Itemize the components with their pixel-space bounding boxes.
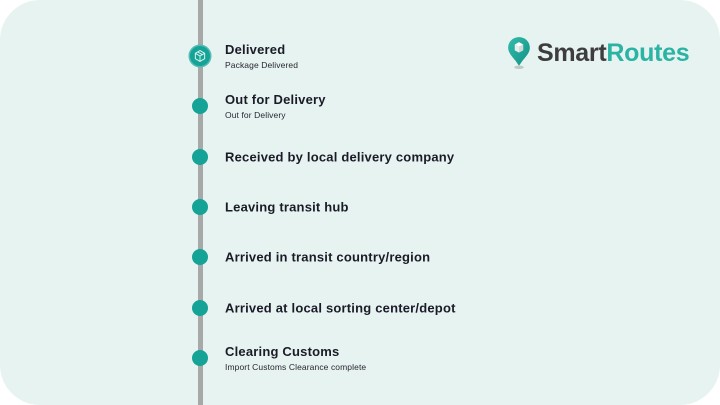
timeline-dot (192, 98, 208, 115)
timeline-item-text: Received by local delivery company (225, 149, 454, 164)
timeline-item-text: Out for Delivery Out for Delivery (225, 92, 326, 120)
timeline-dot (188, 44, 212, 68)
timeline-dot (192, 299, 208, 316)
timeline-dot (192, 198, 208, 215)
timeline-item-title: Arrived at local sorting center/depot (225, 300, 456, 316)
timeline-item-text: Clearing Customs Import Customs Clearanc… (225, 344, 366, 372)
map-pin-icon (508, 37, 530, 70)
timeline-item-text: Arrived at local sorting center/depot (225, 300, 456, 315)
timeline-item-subtitle: Out for Delivery (225, 110, 286, 121)
logo-text-primary: Smart (537, 38, 607, 67)
timeline-dot (192, 249, 208, 266)
timeline-item-text: Arrived in transit country/region (225, 250, 430, 265)
logo-wordmark: SmartRoutes (537, 38, 690, 67)
timeline-item-text: Delivered Package Delivered (225, 42, 298, 70)
timeline-item-text: Leaving transit hub (225, 199, 349, 214)
package-icon (194, 50, 206, 62)
timeline-item-title: Out for Delivery (225, 92, 326, 108)
timeline-dot (192, 349, 208, 366)
smartroutes-logo: SmartRoutes (506, 36, 690, 70)
logo-text-secondary: Routes (606, 38, 690, 67)
timeline-item-title: Leaving transit hub (225, 199, 349, 215)
timeline-item-title: Clearing Customs (225, 343, 340, 359)
timeline-dot (192, 148, 208, 165)
timeline-item-subtitle: Package Delivered (225, 60, 299, 70)
timeline-item-title: Received by local delivery company (225, 149, 455, 165)
timeline-item-title: Arrived in transit country/region (225, 249, 431, 265)
timeline-item-title: Delivered (225, 42, 286, 57)
timeline-item-subtitle: Import Customs Clearance complete (225, 361, 367, 372)
